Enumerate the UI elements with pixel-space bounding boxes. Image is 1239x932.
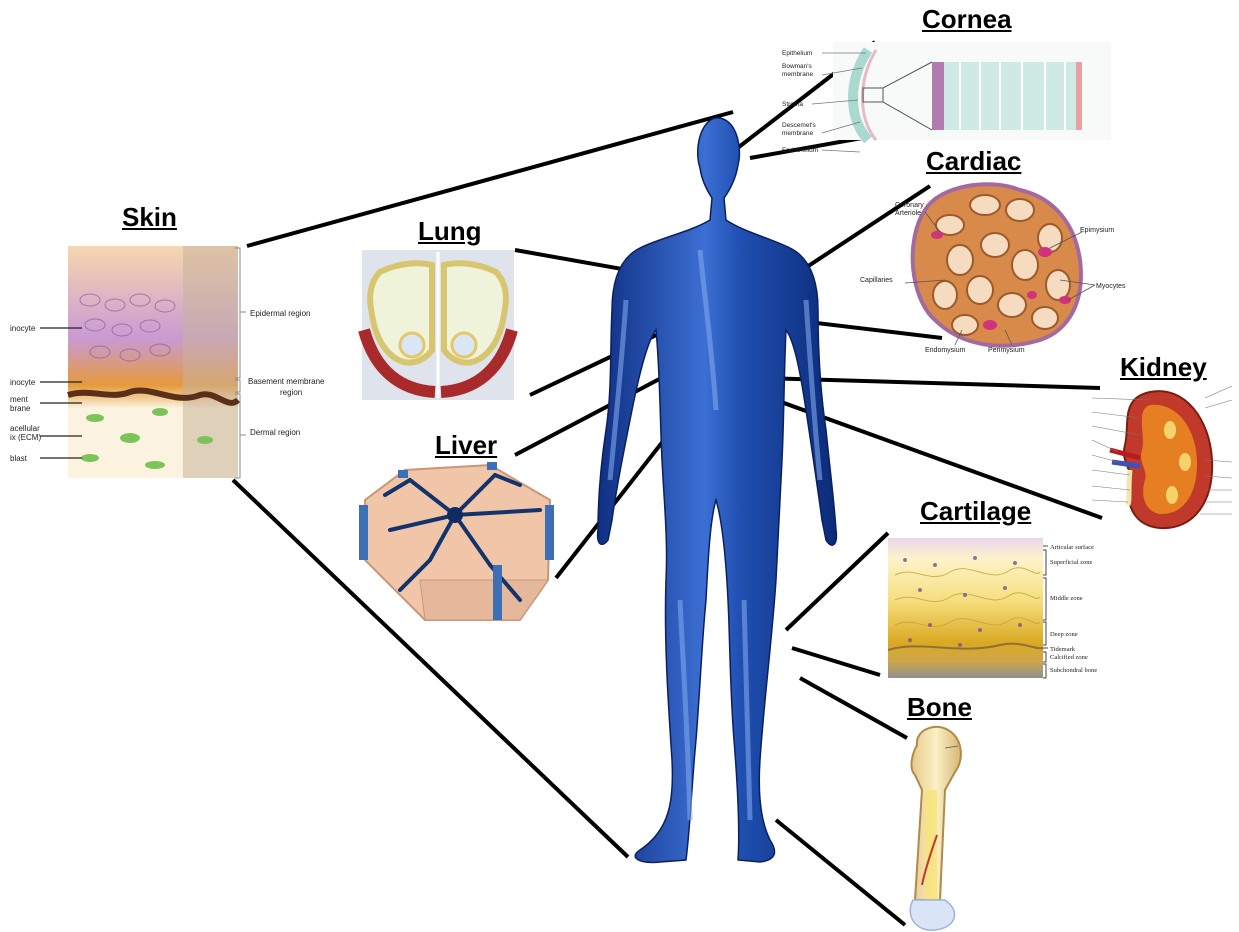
cornea-label-epithelium: Epithelium xyxy=(782,50,812,57)
bone-connector-2 xyxy=(776,820,905,925)
skin-label-left-3b: brane xyxy=(10,404,31,413)
cardiac-label-myocytes: Myocytes xyxy=(1096,283,1126,290)
skin-label-left-3a: ment xyxy=(10,395,29,404)
cardiac-label-coronary-2: Arteriole xyxy=(895,210,921,217)
cartilage-label-calcified: Calcified zone xyxy=(1050,654,1088,661)
cartilage-label-middle: Middle zone xyxy=(1050,595,1083,602)
skin-label-left-5: blast xyxy=(10,454,28,463)
title-skin: Skin xyxy=(122,202,177,233)
bone-connector-1 xyxy=(800,678,907,738)
cornea-illustration: Epithelium Bowman's membrane Stroma Desc… xyxy=(782,42,1111,154)
cardiac-label-coronary-1: Coronary xyxy=(895,202,924,209)
cornea-label-descemets-2: membrane xyxy=(782,130,813,137)
cornea-label-descemets-1: Descemet's xyxy=(782,122,817,129)
skin-label-left-2: inocyte xyxy=(10,378,36,387)
cardiac-label-capillaries: Capillaries xyxy=(860,277,893,284)
title-liver: Liver xyxy=(435,430,497,461)
cornea-label-bowmans-2: membrane xyxy=(782,71,813,78)
title-bone: Bone xyxy=(907,692,972,723)
skin-label-epidermal: Epidermal region xyxy=(250,309,310,318)
title-kidney: Kidney xyxy=(1120,352,1207,383)
cartilage-label-deep: Deep zone xyxy=(1050,631,1078,638)
skin-label-left-4a: acellular xyxy=(10,424,40,433)
cartilage-label-articular: Articular surface xyxy=(1050,544,1094,551)
bone-illustration xyxy=(910,727,961,930)
skin-label-left-1: inocyte xyxy=(10,324,36,333)
cartilage-connector-2 xyxy=(792,648,880,675)
title-lung: Lung xyxy=(418,216,482,247)
title-cartilage: Cartilage xyxy=(920,496,1031,527)
cornea-label-stroma: Stroma xyxy=(782,101,803,108)
skin-label-basement-2: region xyxy=(280,388,302,397)
skin-label-left-4b: ix (ECM) xyxy=(10,433,41,442)
cartilage-illustration: Articular surface Superficial zone Middl… xyxy=(888,538,1097,678)
lung-illustration xyxy=(362,250,514,400)
cornea-label-endothelium: Endothelium xyxy=(782,147,818,154)
cardiac-label-epimysium: Epimysium xyxy=(1080,227,1114,234)
cornea-label-bowmans-1: Bowman's xyxy=(782,63,813,70)
cartilage-label-tidemark: Tidemark xyxy=(1050,646,1076,653)
skin-illustration: inocyte inocyte ment brane acellular ix … xyxy=(10,246,325,478)
title-cornea: Cornea xyxy=(922,4,1012,35)
title-cardiac: Cardiac xyxy=(926,146,1021,177)
cartilage-label-subchondral: Subchondral bone xyxy=(1050,667,1097,674)
skin-label-dermal: Dermal region xyxy=(250,428,300,437)
cardiac-label-endomysium: Endomysium xyxy=(925,347,966,354)
skin-connector-top xyxy=(247,112,733,246)
liver-illustration xyxy=(359,462,554,620)
skin-label-basement-1: Basement membrane xyxy=(248,377,325,386)
cartilage-label-superficial: Superficial zone xyxy=(1050,559,1093,566)
kidney-illustration xyxy=(1092,386,1232,528)
human-body-figure xyxy=(598,118,837,862)
cardiac-label-perimysium: Perimysium xyxy=(988,347,1025,354)
cardiac-illustration: Coronary Arteriole Epimysium Capillaries… xyxy=(860,184,1126,354)
cartilage-connector-1 xyxy=(786,533,888,630)
